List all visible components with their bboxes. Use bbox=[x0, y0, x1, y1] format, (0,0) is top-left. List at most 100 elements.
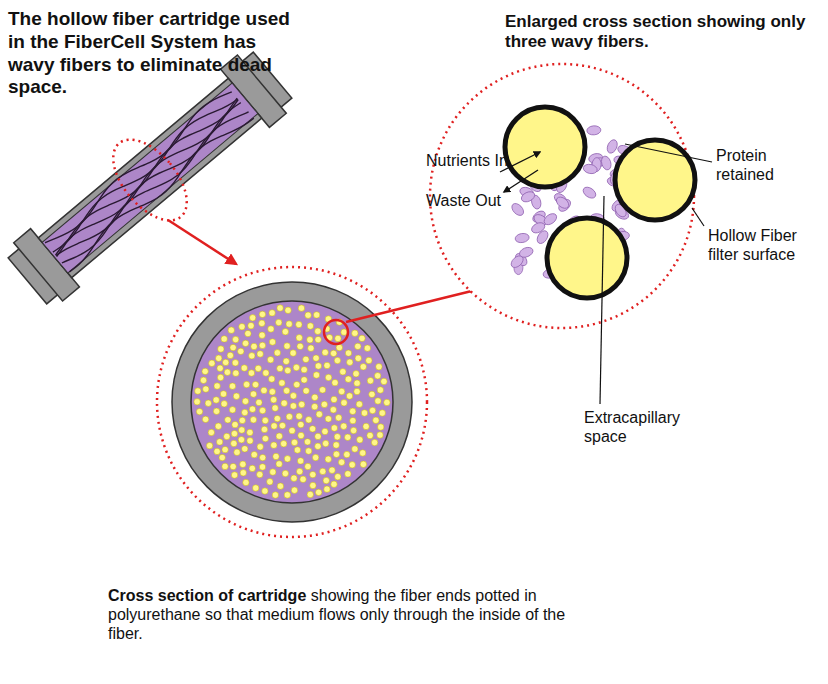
fiber-end bbox=[330, 350, 336, 356]
fiber-end bbox=[360, 461, 366, 467]
fiber-end bbox=[219, 454, 225, 460]
fiber-end bbox=[352, 330, 358, 336]
fiber-end bbox=[239, 427, 245, 433]
fiber-end bbox=[281, 441, 287, 447]
fiber-end bbox=[371, 439, 377, 445]
fiber-end bbox=[277, 365, 283, 371]
fiber-end bbox=[217, 439, 223, 445]
fiber-end bbox=[269, 310, 275, 316]
fiber-end bbox=[205, 400, 211, 406]
fiber-end bbox=[233, 393, 239, 399]
cell bbox=[510, 201, 526, 217]
fiber-end bbox=[196, 408, 202, 414]
fiber-end bbox=[200, 377, 206, 383]
fiber-end bbox=[344, 434, 350, 440]
fiber-end bbox=[324, 486, 330, 492]
fiber-end bbox=[221, 401, 227, 407]
zoom-arrow bbox=[168, 220, 236, 264]
fiber-end bbox=[360, 364, 366, 370]
fiber-end bbox=[306, 417, 312, 423]
fiber-end bbox=[297, 343, 303, 349]
fiber-end bbox=[256, 399, 262, 405]
fiber-end bbox=[238, 436, 244, 442]
fiber-end bbox=[232, 360, 238, 366]
fiber-end bbox=[350, 427, 356, 433]
fiber-end bbox=[283, 388, 289, 394]
fiber-end bbox=[276, 461, 282, 467]
fiber-end bbox=[344, 451, 350, 457]
flow-label: Nutrients In bbox=[426, 151, 536, 170]
fiber-end bbox=[296, 413, 302, 419]
fiber-end bbox=[277, 483, 283, 489]
fiber-end bbox=[285, 367, 291, 373]
fiber-end bbox=[255, 365, 261, 371]
fiber-end bbox=[195, 388, 201, 394]
fiber-end bbox=[341, 423, 347, 429]
fiber-end bbox=[242, 340, 248, 346]
fiber-end bbox=[315, 443, 321, 449]
fiber-end bbox=[347, 359, 353, 365]
fiber-end bbox=[283, 358, 289, 364]
fiber-end bbox=[323, 477, 329, 483]
fiber-end bbox=[220, 391, 226, 397]
fiber-end bbox=[273, 453, 279, 459]
fiber-end bbox=[309, 426, 315, 432]
fiber-end bbox=[253, 485, 259, 491]
fiber-end bbox=[270, 397, 276, 403]
fiber-end bbox=[216, 355, 222, 361]
fiber-end bbox=[305, 312, 311, 318]
fiber-end bbox=[231, 440, 237, 446]
fiber-end bbox=[249, 465, 255, 471]
fiber-end bbox=[214, 383, 220, 389]
fiber-end bbox=[367, 377, 373, 383]
fiber-end bbox=[325, 456, 331, 462]
fiber-end bbox=[315, 336, 321, 342]
fiber-end bbox=[249, 353, 255, 359]
fiber-end bbox=[290, 350, 296, 356]
fiber-end bbox=[305, 448, 311, 454]
fiber-end bbox=[259, 464, 265, 470]
fiber-end bbox=[313, 312, 319, 318]
fiber-end bbox=[340, 369, 346, 375]
fiber-end bbox=[319, 387, 325, 393]
wavy-fiber bbox=[59, 106, 250, 269]
fiber-end bbox=[310, 471, 316, 477]
fiber-end bbox=[263, 370, 269, 376]
fiber-end bbox=[240, 461, 246, 467]
fiber-end bbox=[294, 447, 300, 453]
fiber-end bbox=[307, 491, 313, 497]
fiber-end bbox=[325, 416, 331, 422]
fiber-end bbox=[333, 451, 339, 457]
fiber-end bbox=[345, 350, 351, 356]
fiber-end bbox=[261, 426, 267, 432]
fiber-end bbox=[296, 335, 302, 341]
fiber-end bbox=[208, 429, 214, 435]
fiber-end bbox=[227, 352, 233, 358]
fiber-end bbox=[259, 454, 265, 460]
fiber-end bbox=[352, 446, 358, 452]
fiber-end bbox=[298, 305, 304, 311]
fiber-end bbox=[284, 492, 290, 498]
fiber-end bbox=[279, 380, 285, 386]
fiber-end bbox=[250, 417, 256, 423]
fiber-end bbox=[384, 399, 390, 405]
fiber-end bbox=[247, 438, 253, 444]
fiber-end bbox=[329, 467, 335, 473]
fiber-end bbox=[325, 374, 331, 380]
fiber-end bbox=[247, 429, 253, 435]
fiber-end bbox=[276, 319, 282, 325]
fiber-end bbox=[336, 344, 342, 350]
fiber-end bbox=[373, 417, 379, 423]
fiber-end bbox=[269, 339, 275, 345]
heading: Enlarged cross section showing only thre… bbox=[505, 12, 815, 53]
cell bbox=[605, 138, 619, 154]
wavy-fiber bbox=[63, 109, 254, 272]
fiber-end bbox=[194, 399, 200, 405]
fiber-end bbox=[315, 489, 321, 495]
fiber-end bbox=[335, 335, 341, 341]
fiber-end bbox=[241, 365, 247, 371]
title: The hollow fiber cartridge used in the F… bbox=[8, 8, 298, 99]
fiber-end bbox=[361, 410, 367, 416]
fiber-end bbox=[243, 381, 249, 387]
fiber-end bbox=[259, 311, 265, 317]
